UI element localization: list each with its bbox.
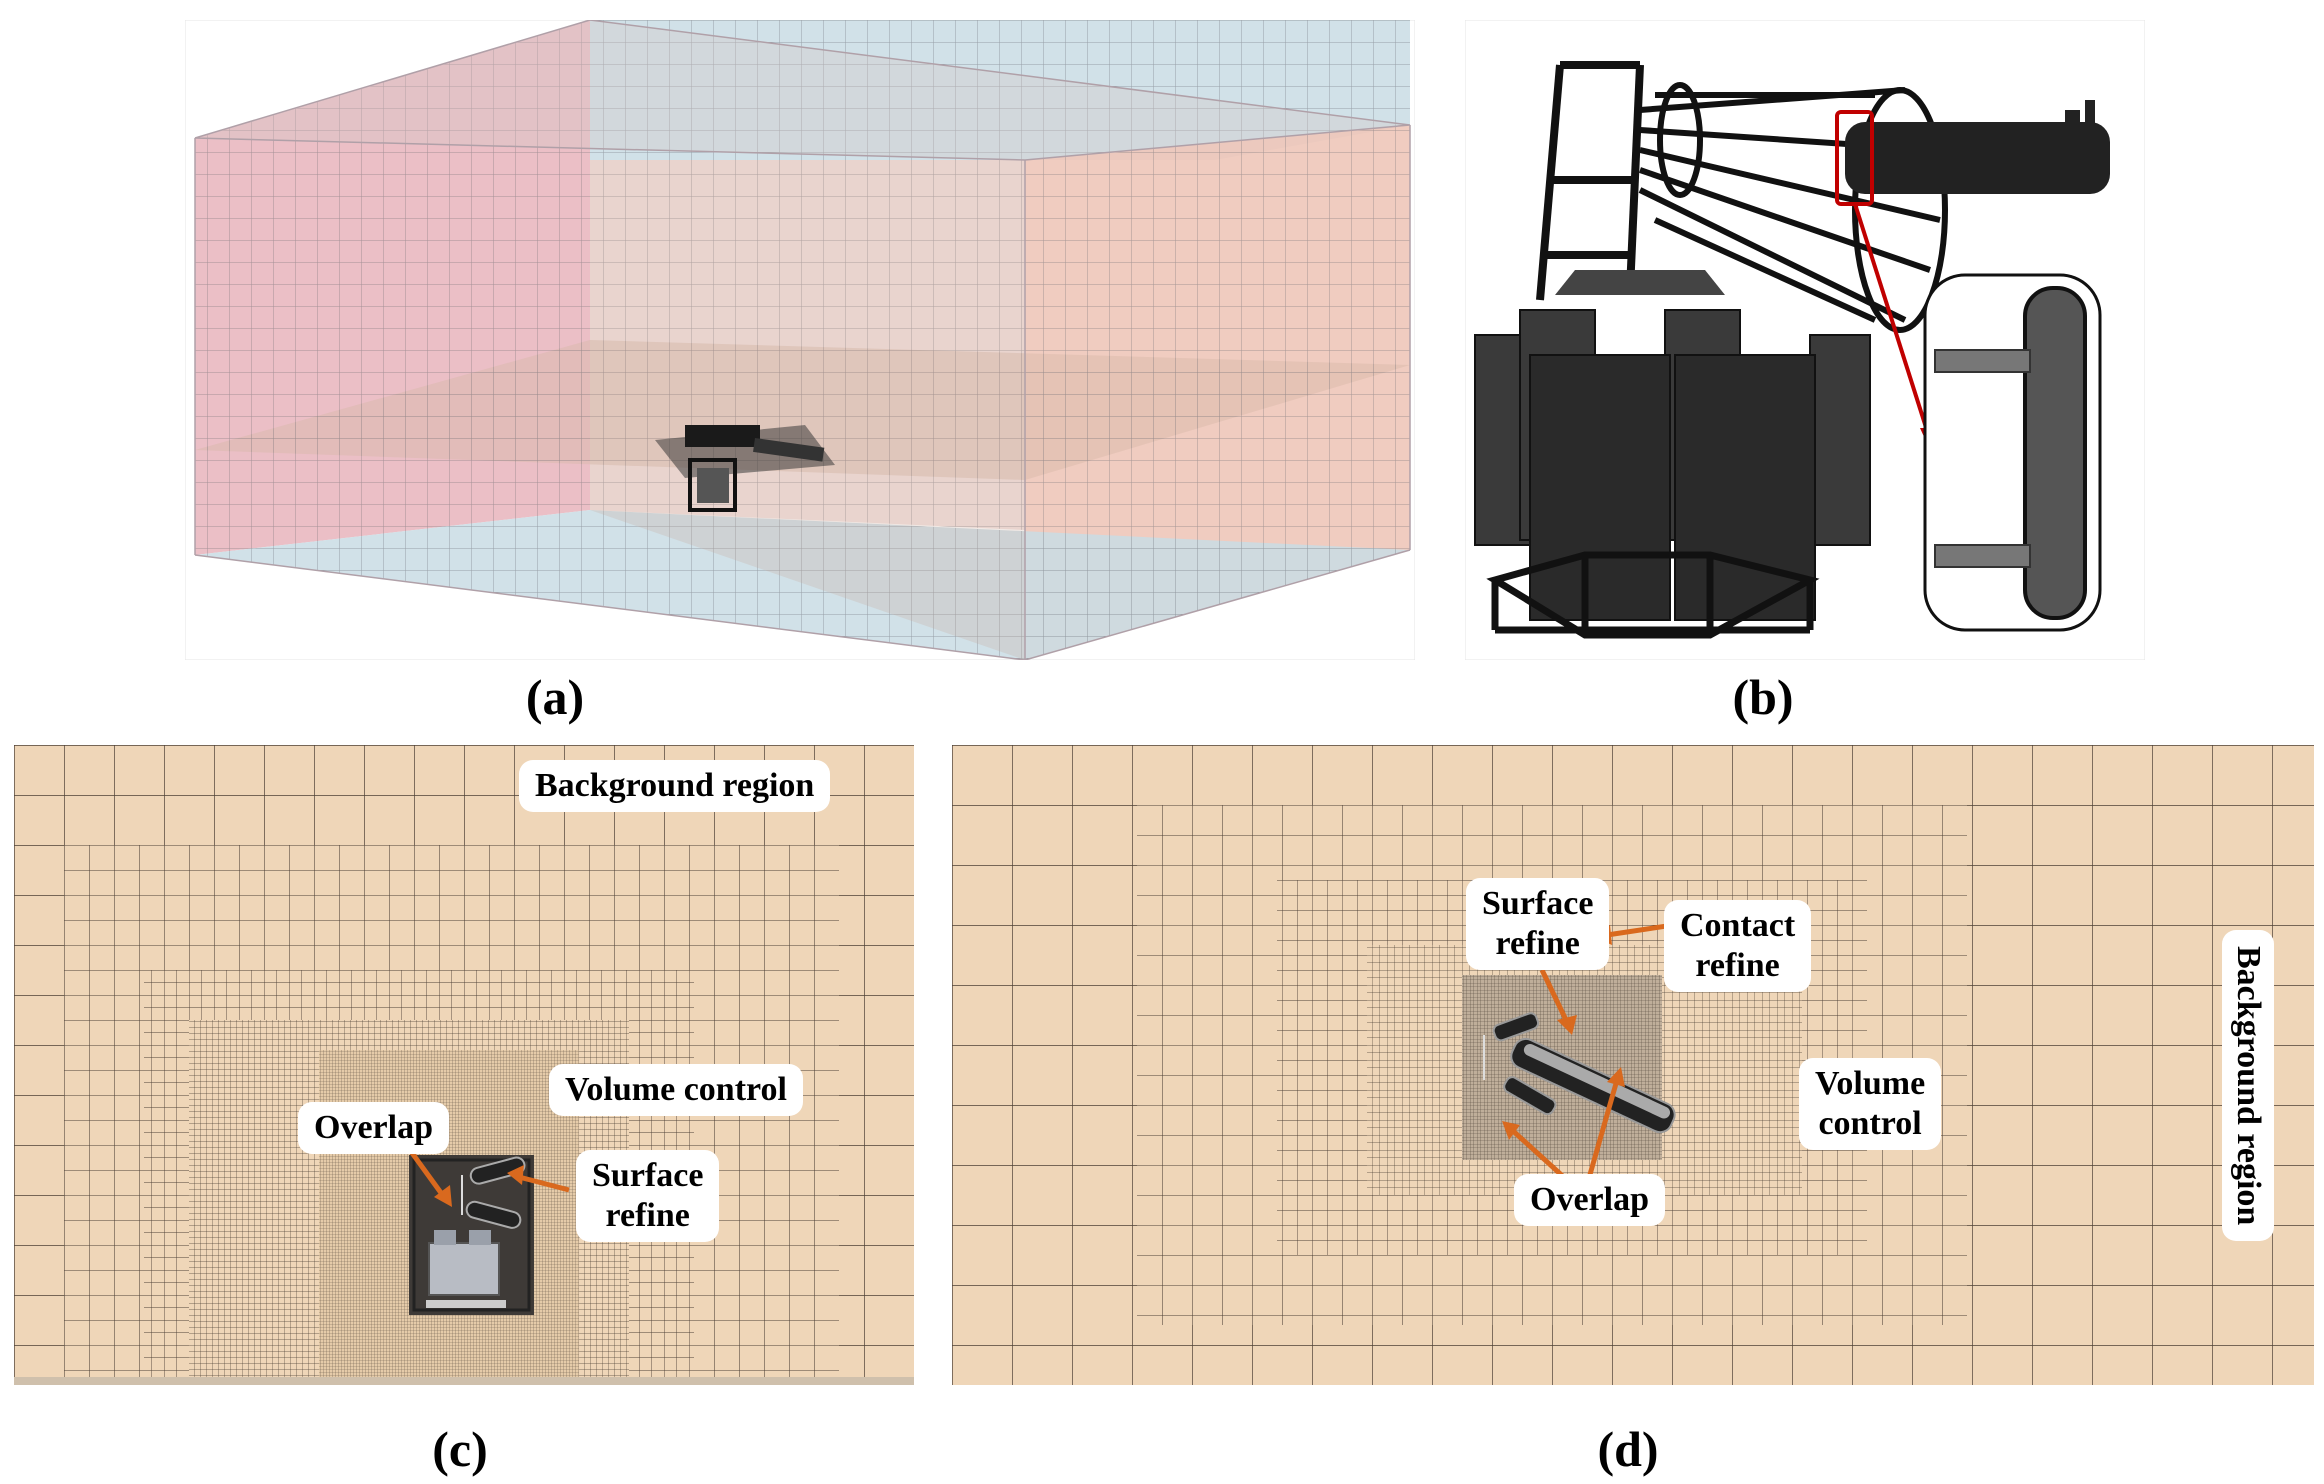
label-c-background-region: Background region xyxy=(519,760,831,812)
caption-a: (a) xyxy=(525,669,585,725)
label-d-overlap: Overlap xyxy=(1514,1174,1665,1226)
aquaculture-structure-figure xyxy=(1465,20,2145,660)
panel-c-overset-mesh-side xyxy=(14,745,914,1385)
caption-c: (c) xyxy=(432,1421,488,1477)
panel-b-structure-mesh xyxy=(1465,20,2145,660)
label-d-background-region: Background region xyxy=(2222,930,2274,1242)
caption-d: (d) xyxy=(1597,1421,1659,1477)
label-d-contact-line2: refine xyxy=(1695,947,1780,984)
label-c-surface-line1: Surface xyxy=(592,1157,704,1194)
panel-d-overset-mesh-top xyxy=(952,745,2314,1385)
label-d-surface-line1: Surface xyxy=(1482,885,1594,922)
label-c-volume-control: Volume control xyxy=(549,1064,803,1116)
label-d-contact-refine: Contact refine xyxy=(1664,900,1812,992)
label-d-volume-line2: control xyxy=(1818,1105,1922,1142)
label-d-volume-line1: Volume xyxy=(1815,1065,1926,1102)
label-d-surface-refine: Surface refine xyxy=(1466,878,1610,970)
label-c-surface-line2: refine xyxy=(605,1197,690,1234)
label-d-surface-line2: refine xyxy=(1495,925,1580,962)
mesh-top-view xyxy=(952,745,2314,1385)
label-c-surface-refine: Surface refine xyxy=(576,1150,720,1242)
label-d-contact-line1: Contact xyxy=(1680,907,1796,944)
caption-b: (b) xyxy=(1732,669,1794,725)
panel-a-mesh-domain xyxy=(185,20,1415,660)
domain-box-figure xyxy=(185,20,1415,660)
mesh-side-view xyxy=(14,745,914,1385)
label-d-volume-control: Volume control xyxy=(1799,1058,1942,1150)
label-c-overlap: Overlap xyxy=(298,1102,449,1154)
